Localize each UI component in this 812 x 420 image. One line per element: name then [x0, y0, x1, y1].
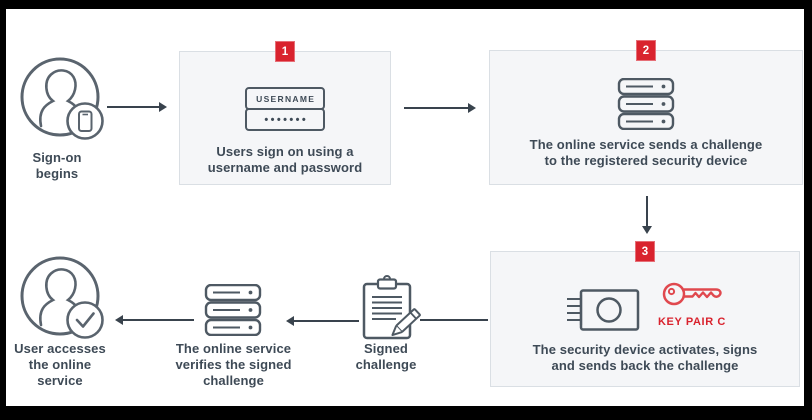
step3-text: The security device activates, signs and… — [532, 342, 758, 373]
step3-box: 3 KEY PAIR C The security dev — [490, 241, 800, 387]
step1-badge: 1 — [275, 41, 295, 62]
password-dots: ••••••• — [264, 113, 309, 126]
step1-box: 1 USERNAME ••••••• Users sign on using a… — [179, 41, 391, 185]
arrowhead-step1-to-step2 — [468, 102, 476, 113]
server-icon — [617, 78, 675, 130]
step1-text: Users sign on using a username and passw… — [207, 144, 363, 175]
clipboard-pencil-icon — [362, 275, 421, 340]
arrow-step1-to-step2 — [404, 107, 470, 109]
step2-text: The online service sends a challenge to … — [529, 137, 763, 168]
step2-badge: 2 — [636, 40, 656, 61]
key-pair-label: KEY PAIR C — [658, 316, 726, 328]
line-step3-to-signed — [420, 319, 488, 321]
arrowhead-verify-to-end — [115, 314, 123, 325]
username-password-icon: USERNAME ••••••• — [245, 87, 325, 131]
arrowhead-step2-to-step3 — [641, 226, 652, 234]
pencil-icon — [391, 308, 421, 337]
step3-badge: 3 — [635, 241, 655, 262]
arrow-verify-to-end — [122, 319, 194, 321]
username-field: USERNAME — [245, 87, 325, 110]
verify-label: The online service verifies the signed c… — [175, 341, 292, 388]
start-label: Sign-on begins — [32, 150, 82, 181]
arrowhead-start-to-step1 — [159, 101, 167, 112]
password-field: ••••••• — [245, 108, 325, 131]
arrow-start-to-step1 — [107, 106, 161, 108]
end-label: User accesses the online service — [14, 341, 106, 388]
arrow-step2-to-step3 — [646, 196, 648, 227]
step2-box: 2 The online service sends a challenge t… — [489, 40, 803, 185]
security-key-icon — [567, 289, 640, 331]
key-icon — [662, 282, 722, 306]
arrowhead-signed-to-verify — [286, 315, 294, 326]
username-text: USERNAME — [256, 93, 316, 104]
user-circle-check-icon — [20, 256, 104, 339]
server-icon — [204, 284, 262, 336]
arrow-signed-to-verify — [293, 320, 359, 322]
signed-challenge-label: Signed challenge — [355, 341, 417, 372]
user-circle-phone-icon — [20, 57, 104, 140]
